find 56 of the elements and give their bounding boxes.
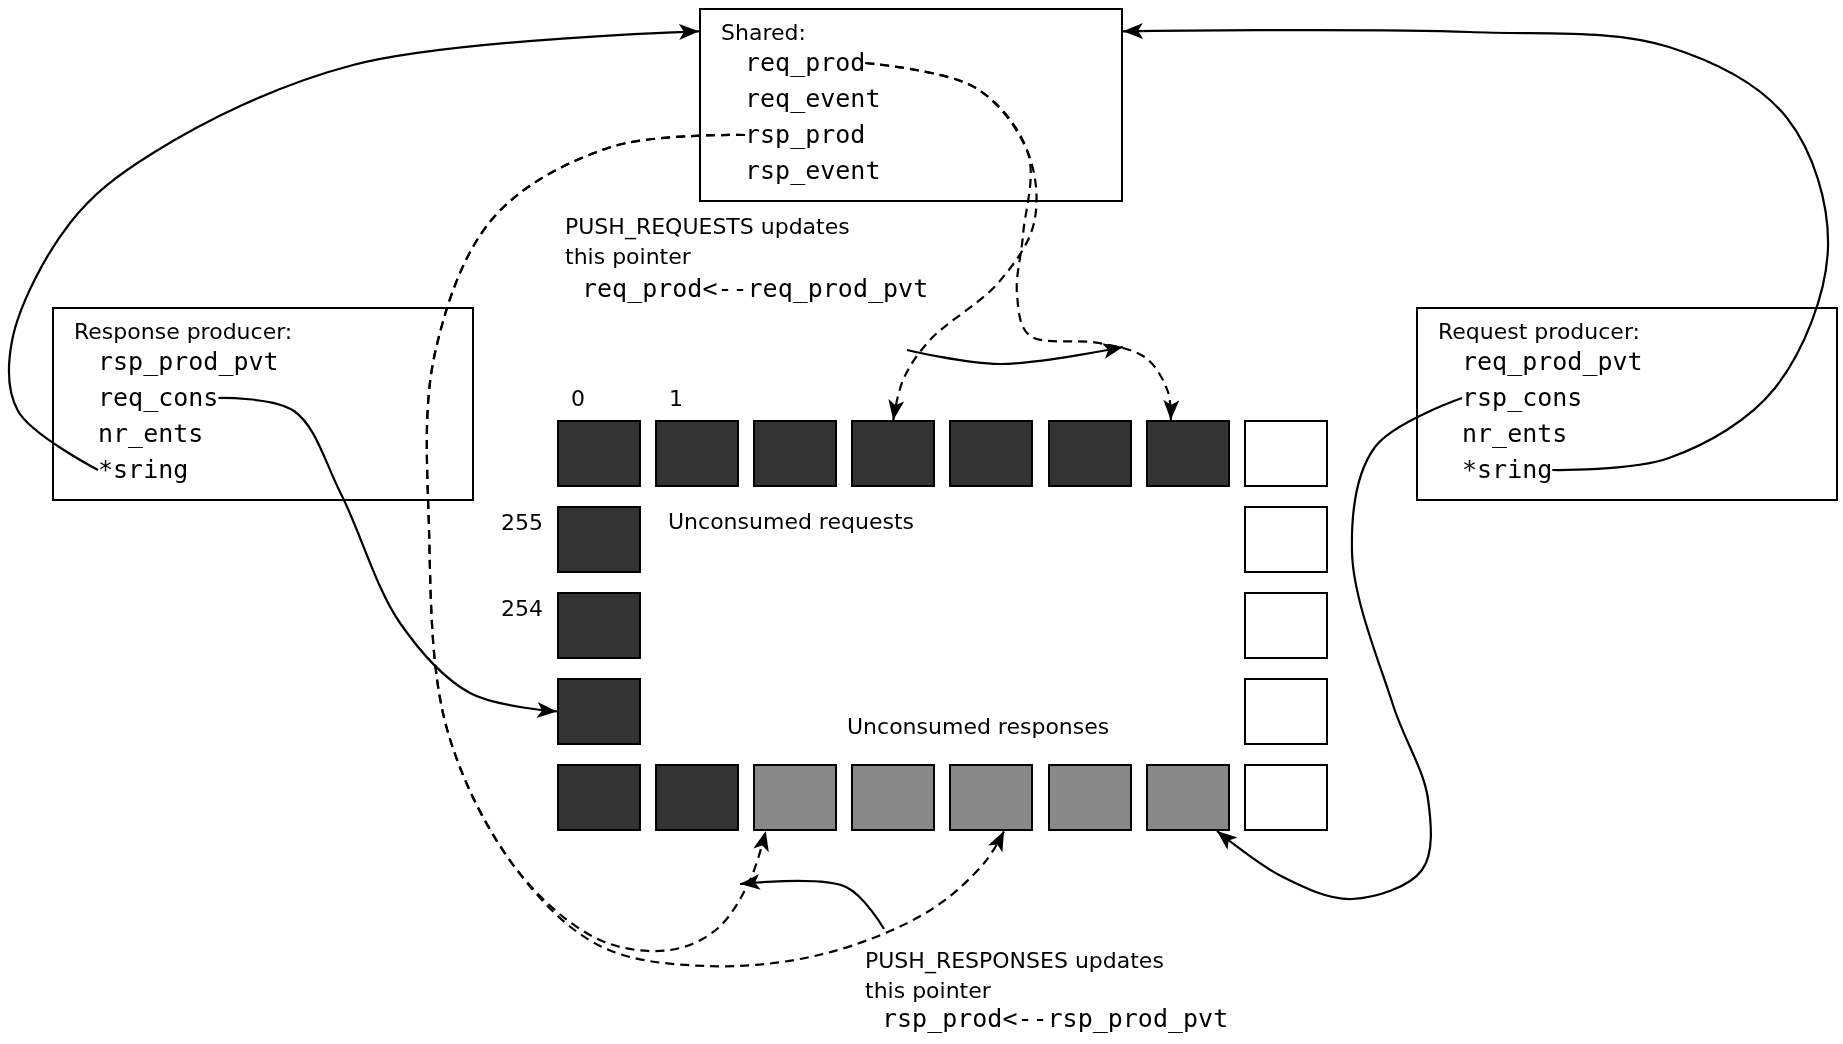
slot-index: 255 <box>501 510 543 535</box>
field-name: rsp_cons <box>1462 383 1583 413</box>
ring-slot <box>949 420 1034 487</box>
ring-slot <box>851 764 936 831</box>
ring-slot <box>655 420 740 487</box>
slot-index: 0 <box>571 386 585 411</box>
annotation-text: PUSH_RESPONSES updates this pointer <box>865 947 1165 1005</box>
ring-slot <box>1243 506 1328 573</box>
slot-index: 254 <box>501 596 543 621</box>
field-name: *sring <box>1462 455 1553 485</box>
pointer-arrow <box>218 396 558 718</box>
field-name: nr_ents <box>1462 419 1568 449</box>
box-title: Response producer: <box>74 319 293 344</box>
ring-slot <box>557 678 641 745</box>
ring-slot <box>1145 420 1230 487</box>
dashed-arrow <box>425 133 1005 968</box>
ring-slot <box>557 420 641 487</box>
field-name: rsp_prod <box>745 120 866 150</box>
field-name: req_cons <box>98 383 219 413</box>
ring-slot <box>1243 678 1328 745</box>
field-name: *sring <box>98 455 189 485</box>
pointer-arrow <box>1123 23 1830 472</box>
field-name: req_prod <box>745 48 866 78</box>
ring-slot <box>1243 764 1328 831</box>
ring-slot <box>557 764 641 831</box>
box-title: Request producer: <box>1438 319 1640 344</box>
field-name: rsp_event <box>745 156 881 186</box>
struct-box <box>52 307 474 501</box>
region-label: Unconsumed requests <box>668 508 914 536</box>
field-name: req_event <box>745 84 881 114</box>
box-title: Shared: <box>721 20 806 45</box>
field-name: nr_ents <box>98 419 204 449</box>
struct-box <box>1416 307 1838 501</box>
pointer-arrow <box>7 24 700 471</box>
ring-slot <box>753 764 838 831</box>
pointer-arrow <box>1216 396 1463 901</box>
annotation-text: PUSH_REQUESTS updates this pointer <box>565 213 850 271</box>
ring-slot <box>1047 420 1132 487</box>
ring-slot <box>1243 420 1328 487</box>
ring-slot <box>1047 764 1132 831</box>
dashed-arrow <box>865 61 1180 420</box>
code-text: rsp_prod<--rsp_prod_pvt <box>882 1004 1229 1034</box>
field-name: req_prod_pvt <box>1462 347 1643 377</box>
ring-slot <box>753 420 838 487</box>
code-text: req_prod<--req_prod_pvt <box>582 274 929 304</box>
ring-slot <box>1243 592 1328 659</box>
ring-slot <box>557 506 641 573</box>
struct-box <box>699 8 1123 202</box>
ring-slot <box>655 764 740 831</box>
field-name: rsp_prod_pvt <box>98 347 279 377</box>
ring-slot <box>1145 764 1230 831</box>
ring-slot <box>949 764 1034 831</box>
region-label: Unconsumed responses <box>847 713 1110 741</box>
ring-slot <box>557 592 641 659</box>
slot-index: 1 <box>669 386 684 411</box>
ring-slot <box>851 420 936 487</box>
